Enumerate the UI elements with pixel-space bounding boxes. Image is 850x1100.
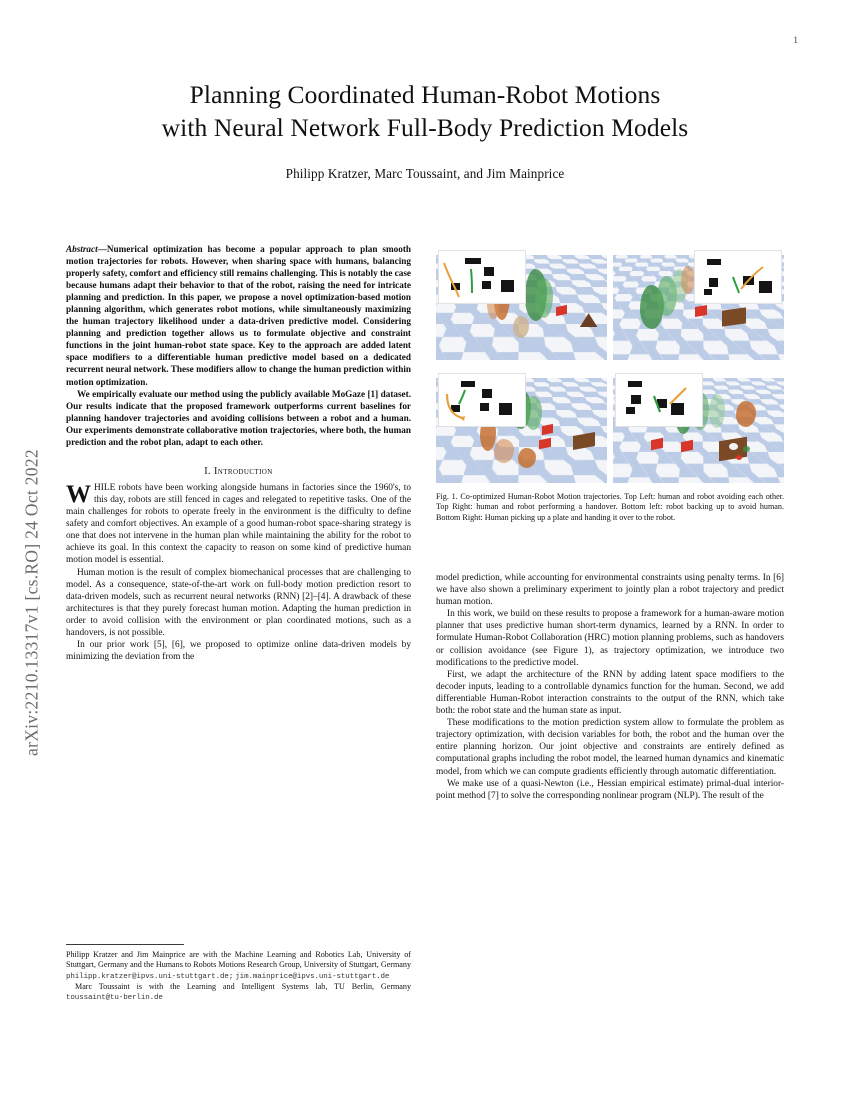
table-object (722, 306, 747, 327)
obstacle-rect (671, 403, 685, 416)
abstract-label: Abstract (66, 244, 98, 254)
obstacle-rect (628, 381, 643, 388)
footnote-text: Philipp Kratzer and Jim Mainprice are wi… (66, 950, 411, 1003)
figure-panel-top-left (436, 243, 607, 360)
scene-render-top-right (613, 243, 784, 360)
robot-base (518, 447, 537, 468)
figure-1: Fig. 1. Co-optimized Human-Robot Motion … (436, 243, 784, 523)
footnote-block: Philipp Kratzer and Jim Mainprice are wi… (66, 944, 411, 1003)
human-figure-ghost (708, 394, 725, 429)
obstacle-rect (461, 381, 476, 388)
title-block: Planning Coordinated Human-Robot Motions… (66, 78, 784, 182)
right-paragraph-2: In this work, we build on these results … (436, 609, 784, 668)
figure-caption-text: Co-optimized Human-Robot Motion trajecto… (436, 492, 785, 522)
abstract-body-1: —Numerical optimization has become a pop… (66, 244, 411, 387)
table-object (572, 431, 595, 450)
human-figure-ghost (535, 278, 554, 319)
obstacle-rect (499, 403, 513, 416)
right-column: model prediction, while accounting for e… (436, 572, 784, 802)
obstacle-rect (626, 407, 636, 415)
right-paragraph-1: model prediction, while accounting for e… (436, 573, 784, 608)
trajectory-curves (445, 389, 466, 421)
obstacle-rect (482, 281, 491, 290)
figure-panel-top-right (613, 243, 784, 360)
bowl-object (742, 445, 750, 452)
obstacle-rect (451, 283, 461, 291)
email-link-kratzer[interactable]: philipp.kratzer@ipvs.uni-stuttgart.de; (66, 972, 234, 981)
author-list: Philipp Kratzer, Marc Toussaint, and Jim… (285, 166, 565, 181)
title-line-1: Planning Coordinated Human-Robot Motions (189, 80, 661, 109)
chair-object (538, 437, 551, 449)
figure-label: Fig. 1. (436, 492, 458, 501)
human-figure-ghost (657, 275, 678, 316)
obstacle-rect (483, 266, 494, 276)
trajectory-curves (443, 262, 473, 298)
right-paragraph-3: First, we adapt the architecture of the … (436, 669, 784, 717)
title-line-2: with Neural Network Full-Body Prediction… (161, 113, 689, 142)
scene-render-bottom-right (613, 366, 784, 483)
email-link-mainprice[interactable]: jim.mainprice@ipvs.uni-stuttgart.de (235, 972, 390, 981)
obstacle-rect (708, 278, 718, 288)
figure-panel-bottom-left (436, 366, 607, 483)
trajectory-inset-plot (438, 373, 526, 427)
abstract-paragraph-1: Abstract—Numerical optimization has beco… (66, 243, 411, 388)
footnote-affiliation-2: Marc Toussaint is with the Learning and … (66, 982, 411, 1004)
drop-cap-letter: W (66, 480, 91, 508)
page-title: Planning Coordinated Human-Robot Motions… (66, 78, 784, 144)
abstract-section: Abstract—Numerical optimization has beco… (66, 243, 411, 448)
section-heading-introduction: I. Introduction (66, 466, 411, 478)
obstacle-rect (480, 403, 490, 412)
obstacle-rect (631, 394, 642, 404)
obstacle-rect (758, 281, 772, 294)
robot-figure (736, 401, 757, 428)
obstacle-rect (482, 388, 492, 398)
footnote-affiliation-1: Philipp Kratzer and Jim Mainprice are wi… (66, 950, 411, 982)
human-figure-near (512, 315, 529, 338)
cup-object (736, 454, 743, 460)
trajectory-inset-plot (615, 373, 703, 427)
chair-object (542, 423, 554, 435)
scene-render-top-left (436, 243, 607, 360)
footnote-affiliation-1-text: Philipp Kratzer and Jim Mainprice are wi… (66, 950, 411, 970)
obstacle-rect (451, 405, 461, 413)
figure-panel-bottom-right (613, 366, 784, 483)
right-paragraph-5: We make use of a quasi-Newton (i.e., Hes… (436, 778, 784, 801)
obstacle-rect (657, 398, 668, 408)
plate-object (729, 443, 739, 451)
page-number: 1 (793, 36, 798, 46)
trajectory-curves (732, 266, 764, 294)
robot-figure-ghost (494, 438, 515, 463)
robot-arm (681, 266, 696, 295)
footnote-affiliation-2-text: Marc Toussaint is with the Learning and … (75, 981, 411, 991)
right-paragraph-4: These modifications to the motion predic… (436, 718, 784, 777)
arxiv-identifier-stamp: arXiv:2210.13317v1 [cs.RO] 24 Oct 2022 (21, 449, 42, 756)
obstacle-rect (500, 280, 514, 293)
trajectory-inset-plot (694, 250, 782, 304)
footnote-separator-rule (66, 944, 184, 945)
obstacle-rect (707, 259, 722, 266)
section-title: Introduction (213, 465, 273, 477)
human-figure-ghost (524, 396, 542, 431)
abstract-paragraph-2: We empirically evaluate our method using… (66, 388, 411, 447)
intro-paragraph-2: Human motion is the result of complex bi… (66, 567, 411, 639)
email-link-toussaint[interactable]: toussaint@tu-berlin.de (66, 994, 163, 1003)
figure-panel-grid (436, 243, 784, 483)
figure-caption: Fig. 1. Co-optimized Human-Robot Motion … (436, 492, 784, 523)
chair-object (650, 437, 663, 450)
intro-paragraph-1-text: HILE robots have been working alongside … (66, 482, 411, 566)
scene-render-bottom-left (436, 366, 607, 483)
trajectory-inset-plot (438, 250, 526, 304)
obstacle-rect (703, 289, 712, 296)
trajectory-curves (652, 387, 687, 413)
intro-paragraph-3: In our prior work [5], [6], we proposed … (66, 640, 411, 663)
left-column: Abstract—Numerical optimization has beco… (66, 243, 411, 663)
obstacle-rect (464, 258, 481, 265)
section-number: I. (204, 465, 212, 477)
